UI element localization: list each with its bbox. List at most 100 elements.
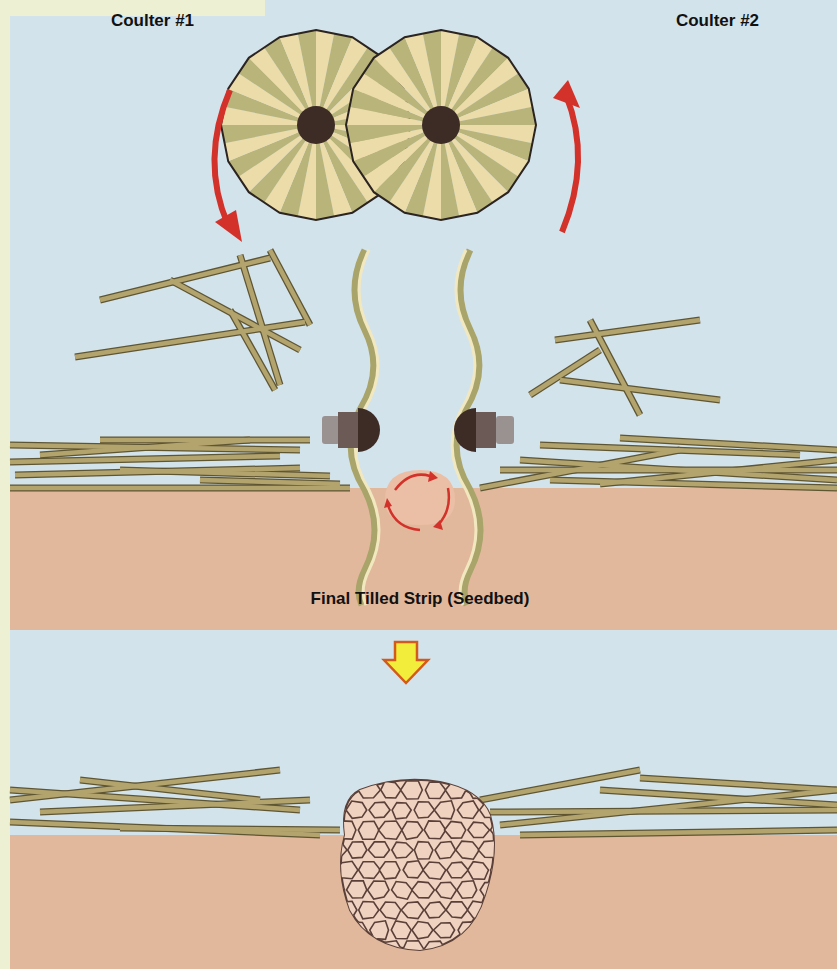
clod: [478, 762, 499, 779]
clod: [467, 941, 490, 959]
clod: [379, 821, 402, 839]
clod: [478, 841, 499, 858]
clod: [392, 882, 413, 900]
clod: [347, 881, 367, 898]
straw: [100, 438, 310, 443]
straw: [560, 380, 720, 400]
clod: [325, 922, 345, 939]
clod: [434, 923, 455, 938]
clod: [403, 861, 423, 878]
clod: [468, 781, 487, 799]
clod: [326, 762, 346, 779]
clod: [379, 862, 400, 879]
clod: [368, 881, 390, 899]
clod: [480, 882, 499, 898]
clod: [327, 882, 345, 899]
clod: [445, 781, 466, 799]
straw-outline: [640, 778, 837, 790]
straw: [480, 770, 640, 800]
straw: [640, 778, 837, 790]
clod: [513, 781, 534, 797]
straw: [550, 480, 837, 488]
clod: [502, 841, 521, 858]
clod: [391, 921, 411, 939]
clod: [511, 822, 532, 839]
clod: [347, 761, 366, 779]
straw: [10, 486, 350, 491]
clod: [325, 841, 347, 858]
clod: [414, 842, 433, 859]
clod: [336, 781, 357, 797]
clod: [348, 922, 367, 938]
clod: [490, 781, 511, 799]
clod: [468, 862, 489, 880]
clod: [501, 921, 524, 939]
clod: [424, 821, 446, 839]
clod: [491, 902, 513, 919]
clod: [423, 862, 446, 879]
clod: [359, 941, 380, 959]
clod: [358, 821, 379, 839]
pointer-arrow: [384, 642, 428, 683]
clod: [491, 862, 511, 878]
clod: [457, 881, 477, 898]
straw-outline: [520, 830, 837, 835]
straw-outline: [500, 790, 837, 825]
coulter-hub: [422, 106, 460, 144]
clod: [369, 802, 390, 818]
straw: [200, 480, 340, 484]
row-cleaner-wheels: [322, 408, 514, 452]
clod: [423, 941, 445, 958]
clod: [434, 762, 457, 778]
wavy-blades: [351, 250, 480, 605]
straw: [590, 320, 640, 415]
clod: [414, 802, 434, 818]
straw: [600, 790, 837, 805]
clod: [392, 842, 413, 858]
clod: [500, 802, 522, 819]
clod: [468, 822, 490, 837]
clod: [381, 781, 401, 798]
clod: [359, 902, 379, 919]
clod: [359, 862, 381, 879]
clod: [324, 803, 347, 819]
straw-outline: [270, 250, 310, 325]
rotation-arrows: [214, 90, 578, 232]
clod: [425, 902, 446, 918]
straw: [10, 456, 280, 462]
straw-outline: [590, 320, 640, 415]
clod: [501, 763, 523, 779]
clod: [456, 841, 480, 859]
clod: [402, 822, 423, 840]
clod: [348, 842, 367, 858]
straw: [80, 780, 260, 800]
clod: [457, 801, 478, 819]
clod: [480, 802, 499, 818]
clod: [445, 941, 467, 959]
clod: [491, 942, 511, 958]
straw-outline: [550, 480, 837, 488]
straw: [270, 250, 310, 325]
clod: [458, 922, 477, 939]
arrowhead: [215, 210, 242, 242]
straw: [520, 830, 837, 835]
side-band: [0, 0, 10, 969]
seedbed-clods: [341, 780, 494, 950]
soil-mixing-arrows: [388, 475, 449, 530]
straw: [620, 438, 837, 450]
clod: [425, 782, 445, 798]
clod: [513, 942, 532, 958]
clod: [336, 821, 356, 839]
clod: [501, 881, 521, 898]
straw-outline: [560, 380, 720, 400]
clod: [512, 862, 534, 879]
clod: [392, 761, 412, 779]
clod: [403, 941, 425, 958]
clod: [380, 902, 401, 919]
clod: [335, 941, 356, 958]
straw: [40, 800, 310, 812]
straw-outline: [10, 485, 350, 492]
clod: [370, 921, 389, 940]
straw-outline: [480, 770, 640, 800]
